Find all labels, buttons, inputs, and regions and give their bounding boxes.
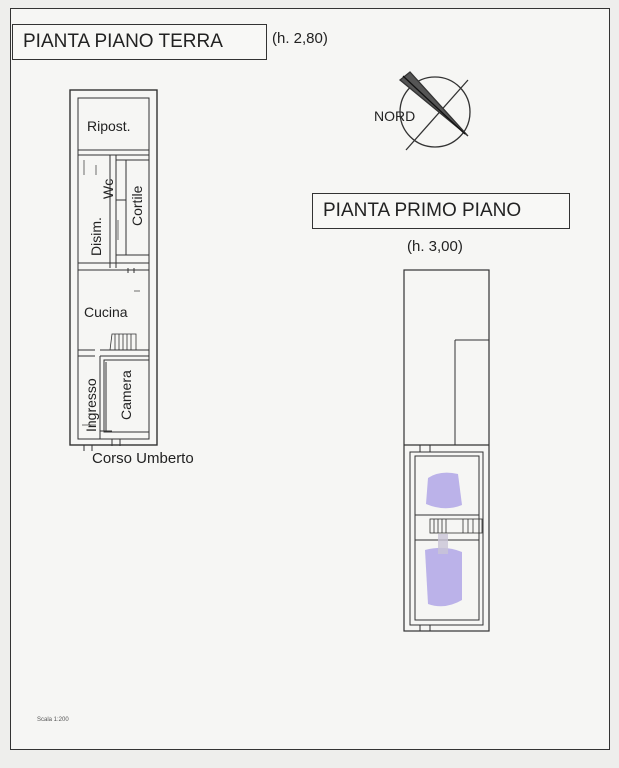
first-floor-plan (403, 269, 490, 632)
ground-floor-title: PIANTA PIANO TERRA (12, 24, 267, 60)
stair-icon (109, 333, 137, 351)
street-label: Corso Umberto (92, 450, 194, 467)
north-label: NORD (374, 108, 416, 124)
drawing-sheet (10, 8, 610, 750)
room-label-cucina: Cucina (84, 304, 128, 320)
room-label-cortile: Cortile (129, 185, 145, 226)
first-floor-height: (h. 3,00) (407, 238, 463, 255)
stair-icon (429, 518, 483, 534)
room-label-camera: Camera (118, 370, 134, 420)
room-label-wc: Wc (100, 179, 116, 199)
scale-note: Scala 1:200 (37, 717, 69, 723)
room-label-ingresso: Ingresso (83, 378, 99, 432)
ground-floor-height: (h. 2,80) (272, 30, 328, 47)
north-arrow-icon (398, 71, 471, 151)
room-label-disim: Disim. (88, 217, 104, 256)
highlight-marks (425, 472, 462, 607)
first-floor-title: PIANTA PRIMO PIANO (312, 193, 570, 229)
room-label-ripost: Ripost. (87, 118, 131, 134)
ground-floor-plan (69, 89, 158, 451)
